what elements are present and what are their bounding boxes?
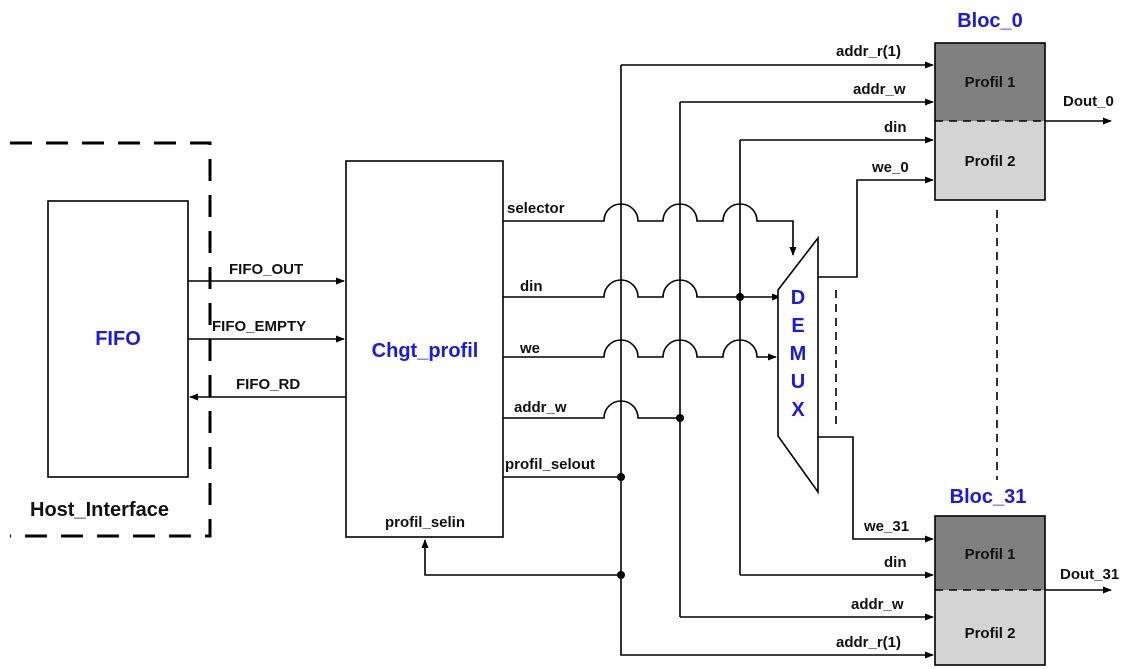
bloc0-din-label: din [884, 119, 907, 136]
bloc31-we-wire [818, 436, 934, 543]
junction-dot [736, 293, 744, 301]
profil-selin-port-label: profil_selin [385, 514, 465, 531]
fifo-label: FIFO [95, 328, 141, 350]
bloc0-addr-r-label: addr_r(1) [836, 43, 901, 60]
bloc0-profil2-label: Profil 2 [965, 153, 1016, 170]
bloc31-dout-label: Dout_31 [1060, 566, 1119, 583]
bloc0-profil2-region [935, 121, 1045, 200]
demux-block [777, 235, 819, 495]
bloc0-profil1-region [935, 43, 1045, 121]
bloc31-profil2-region [935, 590, 1045, 665]
bloc31-title: Bloc_31 [950, 486, 1027, 508]
fifo-rd-label: FIFO_RD [236, 376, 300, 393]
chgt-profil-label: Chgt_profil [372, 340, 479, 362]
profil-selin-feedback [421, 539, 621, 576]
addr-w-label: addr_w [514, 399, 567, 416]
bloc31-addr-r-wire [620, 641, 934, 659]
host-interface-label: Host_Interface [30, 499, 169, 521]
demux-letter: U [791, 371, 805, 393]
bloc0-addr-w-label: addr_w [853, 81, 906, 98]
bloc31-we-label: we_31 [863, 518, 909, 535]
we-wire [503, 339, 777, 361]
junction-dot [676, 414, 684, 422]
bloc0-profil1-label: Profil 1 [965, 74, 1016, 91]
bloc31-addr-w-label: addr_w [851, 596, 904, 613]
demux-letter: X [791, 399, 805, 421]
junction-dot [617, 571, 625, 579]
demux-letter: E [791, 315, 804, 337]
bloc0-title: Bloc_0 [957, 10, 1023, 32]
fifo-block [47, 200, 189, 478]
bloc0-we-label: we_0 [871, 159, 909, 176]
profil-selout-label: profil_selout [505, 456, 595, 473]
fifo-out-label: FIFO_OUT [229, 261, 303, 278]
demux-letter: M [790, 343, 807, 365]
bloc0-dout-label: Dout_0 [1063, 93, 1114, 110]
din-label: din [520, 278, 543, 295]
bloc0-we-wire [818, 176, 934, 278]
bloc31-profil2-label: Profil 2 [965, 625, 1016, 642]
bloc31-din-label: din [884, 554, 907, 571]
bloc31-profil1-label: Profil 1 [965, 546, 1016, 563]
bloc31-profil1-region [935, 516, 1045, 590]
selector-label: selector [507, 200, 565, 217]
bloc31-addr-r-label: addr_r(1) [836, 634, 901, 651]
demux-letter: D [791, 287, 805, 309]
chgt-profil-block [345, 160, 504, 538]
din-wire [503, 279, 781, 301]
we-label: we [519, 340, 540, 357]
junction-dot [617, 473, 625, 481]
fifo-empty-label: FIFO_EMPTY [212, 318, 306, 335]
